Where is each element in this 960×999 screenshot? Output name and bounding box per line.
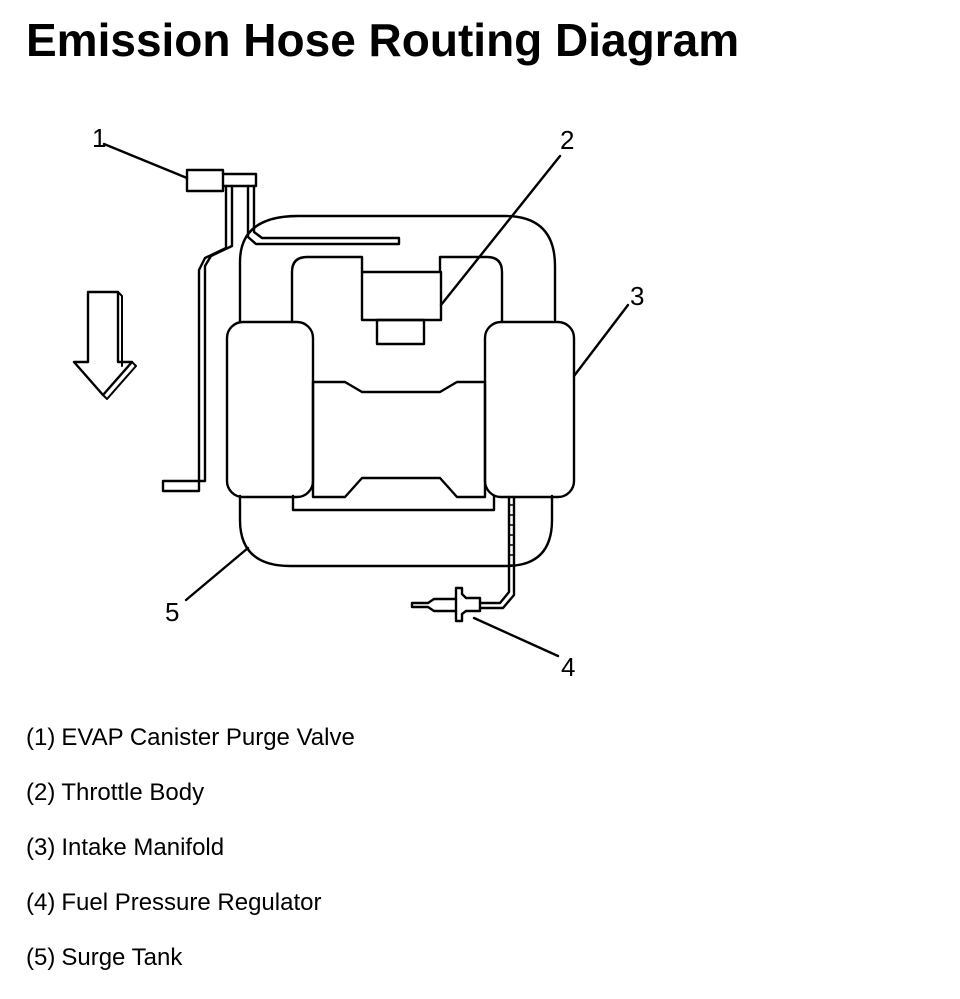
leader-line-5 <box>184 546 250 602</box>
intake-manifold-left <box>225 320 315 499</box>
front-direction-arrow <box>72 290 134 397</box>
fuel-regulator-hose <box>478 495 516 610</box>
evap-purge-valve-port <box>221 172 258 188</box>
legend-number: (5) <box>26 944 56 971</box>
legend-item: (3)Intake Manifold <box>26 834 355 862</box>
evap-purge-hose-left <box>161 184 234 493</box>
callout-3: 3 <box>630 281 644 311</box>
legend-item: (4)Fuel Pressure Regulator <box>26 889 355 917</box>
surge-tank-inner <box>290 255 504 512</box>
surge-tank-outer <box>238 214 557 568</box>
legend-item: (2)Throttle Body <box>26 779 355 807</box>
throttle-body-neck <box>375 318 426 346</box>
legend-label: Throttle Body <box>61 779 205 806</box>
legend-label: Intake Manifold <box>61 834 225 861</box>
page-title: Emission Hose Routing Diagram <box>26 14 740 66</box>
callout-1: 1 <box>92 123 106 153</box>
front-direction-arrow-shadow <box>102 291 137 400</box>
fuel-pressure-regulator-nipple <box>410 597 458 613</box>
fuel-pressure-regulator <box>454 586 482 623</box>
emission-hose-diagram: 1 2 3 4 5 <box>72 123 644 682</box>
leader-line-3 <box>572 303 630 378</box>
callout-2: 2 <box>560 125 574 155</box>
throttle-body <box>360 270 443 322</box>
leader-line-2 <box>439 154 562 307</box>
component-legend: (1)EVAP Canister Purge Valve (2)Throttle… <box>26 724 355 999</box>
legend-number: (2) <box>26 779 56 806</box>
legend-item: (5)Surge Tank <box>26 944 355 972</box>
legend-number: (3) <box>26 834 56 861</box>
legend-number: (4) <box>26 889 56 916</box>
legend-label: EVAP Canister Purge Valve <box>61 724 355 751</box>
legend-label: Fuel Pressure Regulator <box>61 889 322 916</box>
intake-manifold-right <box>483 320 576 499</box>
leader-line-1 <box>102 142 189 180</box>
leader-line-4 <box>472 616 560 658</box>
evap-purge-hose-right <box>246 184 401 246</box>
intake-center-section <box>311 380 487 499</box>
legend-number: (1) <box>26 724 56 751</box>
callout-5: 5 <box>165 597 179 627</box>
evap-purge-valve <box>185 168 225 193</box>
callout-4: 4 <box>561 652 575 682</box>
legend-label: Surge Tank <box>61 944 183 971</box>
legend-item: (1)EVAP Canister Purge Valve <box>26 724 355 752</box>
